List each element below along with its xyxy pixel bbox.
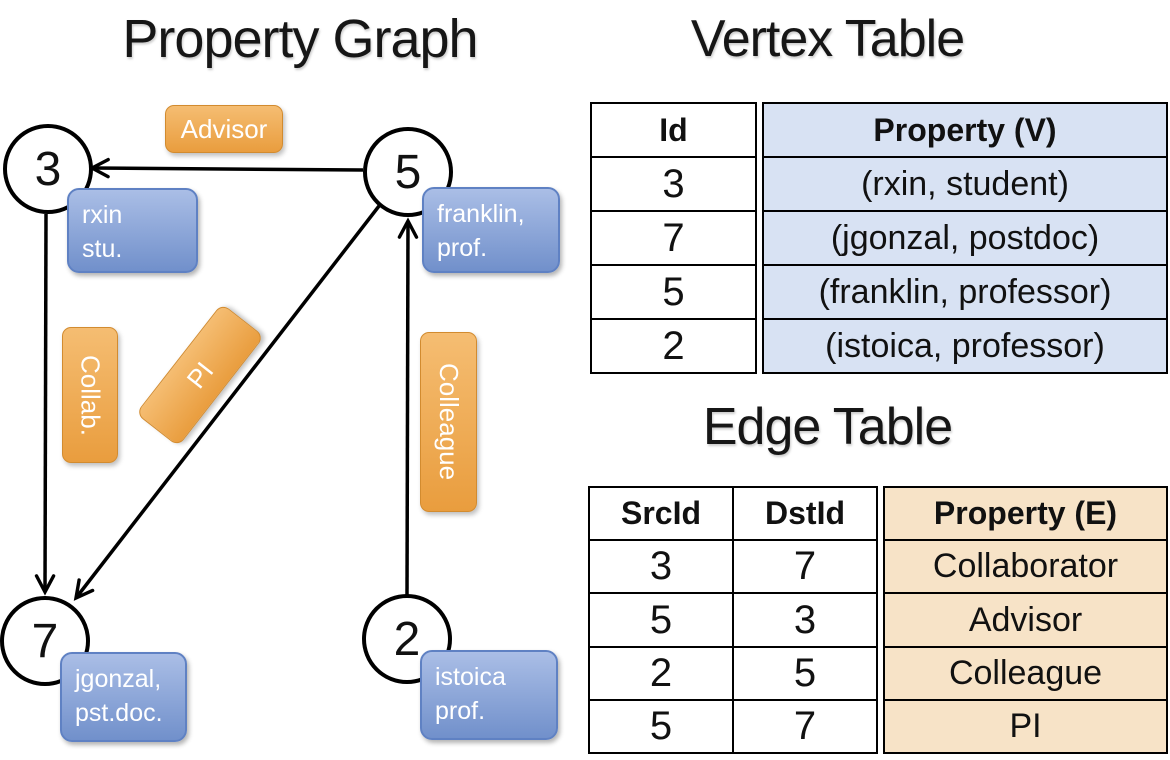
table-cell: (rxin, student) <box>764 156 1166 210</box>
property-line: rxin <box>82 201 123 229</box>
table-cell: 2 <box>592 318 755 372</box>
property-line: prof. <box>437 233 488 262</box>
edge-table-title: Edge Table <box>702 398 953 456</box>
edge-advisor-5-to-3 <box>88 157 364 179</box>
edge-table-dstid-header: DstId <box>732 488 876 540</box>
edge-collaborator-3-to-7 <box>34 213 56 596</box>
edge-table-srcid-header: SrcId <box>620 495 702 532</box>
node-5-property-box: franklin, prof. <box>422 187 560 273</box>
property-graph-title: Property Graph <box>122 9 478 69</box>
node-7-property-box: jgonzal, pst.doc. <box>60 652 187 742</box>
property-line: jgonzal, <box>75 665 162 693</box>
table-cell: 5 <box>649 597 673 642</box>
table-cell: 7 <box>732 541 876 593</box>
table-cell: Colleague <box>885 645 1166 699</box>
vertex-table-property-column: Property (V) (rxin, student) (jgonzal, p… <box>762 102 1168 374</box>
property-line: prof. <box>435 696 486 725</box>
node-2-property-box: istoica prof. <box>420 650 558 740</box>
property-line: stu. <box>82 234 123 263</box>
table-cell: 5 <box>732 647 876 699</box>
table-cell: 7 <box>732 700 876 753</box>
vertex-table-title: Vertex Table <box>690 10 965 68</box>
table-cell: 2 <box>649 650 673 695</box>
edge-table-id-columns: SrcId DstId 3 7 5 3 2 5 5 7 <box>588 486 878 754</box>
edge-table-property-column: Property (E) Collaborator Advisor Collea… <box>883 486 1168 754</box>
table-cell: 5 <box>592 264 755 318</box>
table-cell: 3 <box>592 156 755 210</box>
edge-label-advisor: Advisor <box>165 105 283 153</box>
vertex-table: Id 3 7 5 2 Property (V) (rxin, student) … <box>590 102 1168 374</box>
node-3-id: 3 <box>34 142 62 196</box>
edge-pi-5-to-7 <box>73 204 381 601</box>
edge-label-colleague: Colleague <box>420 332 477 512</box>
node-2-id: 2 <box>393 612 421 666</box>
table-cell: 3 <box>732 594 876 646</box>
node-5-id: 5 <box>394 145 422 199</box>
edge-table-property-header: Property (E) <box>933 495 1118 532</box>
vertex-table-property-header: Property (V) <box>873 111 1057 148</box>
edge-colleague-2-to-5 <box>397 217 419 596</box>
table-cell: 5 <box>649 703 673 748</box>
table-cell: 3 <box>649 544 673 589</box>
edge-label-collab: Collab. <box>62 327 118 463</box>
vertex-table-id-header: Id <box>659 111 688 148</box>
table-cell: Collaborator <box>885 539 1166 592</box>
table-cell: (jgonzal, postdoc) <box>764 210 1166 264</box>
table-cell: PI <box>885 698 1166 752</box>
property-line: franklin, <box>437 200 525 228</box>
property-line: pst.doc. <box>75 698 163 727</box>
property-line: istoica <box>435 663 506 691</box>
table-cell: Advisor <box>885 592 1166 645</box>
table-cell: (franklin, professor) <box>764 264 1166 318</box>
node-3-property-box: rxin stu. <box>67 188 198 273</box>
table-cell: (istoica, professor) <box>764 318 1166 372</box>
edge-table: SrcId DstId 3 7 5 3 2 5 5 7 Property (E) <box>588 486 1168 754</box>
table-cell: 7 <box>592 210 755 264</box>
vertex-table-id-column: Id 3 7 5 2 <box>590 102 757 374</box>
node-7-id: 7 <box>31 614 59 668</box>
